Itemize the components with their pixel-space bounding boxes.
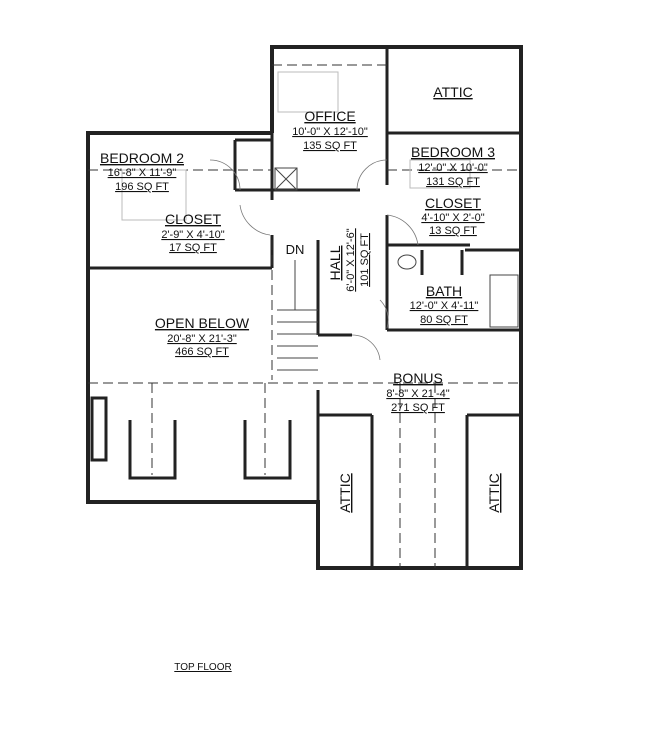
hall-area: 101 SQ FT [359, 233, 371, 287]
exterior-walls [86, 45, 523, 570]
room-office: OFFICE 10'-0" X 12'-10" 135 SQ FT [292, 108, 368, 152]
closet3-area: 13 SQ FT [429, 225, 477, 237]
bedroom2-area: 196 SQ FT [115, 181, 169, 193]
attic-top-name: ATTIC [433, 84, 472, 100]
stairs: DN [277, 242, 318, 371]
office-area: 135 SQ FT [303, 140, 357, 152]
room-closet2: CLOSET 2'-9" X 4'-10" 17 SQ FT [161, 211, 224, 254]
open-below-area: 466 SQ FT [175, 346, 229, 358]
bedroom2-dims: 16'-8" X 11'-9" [108, 167, 177, 179]
hall-name: HALL [327, 245, 343, 280]
office-dims: 10'-0" X 12'-10" [292, 126, 368, 138]
open-below-name: OPEN BELOW [155, 315, 250, 331]
office-name: OFFICE [304, 108, 355, 124]
room-open-below: OPEN BELOW 20'-8" X 21'-3" 466 SQ FT [155, 315, 250, 358]
room-bath: BATH 12'-0" X 4'-11" 80 SQ FT [410, 283, 479, 326]
bonus-area: 271 SQ FT [391, 402, 445, 414]
room-closet3: CLOSET 4'-10" X 2'-0" 13 SQ FT [421, 195, 484, 237]
hall-dims: 6'-0" X 12'-6" [345, 228, 357, 291]
bonus-name: BONUS [393, 370, 443, 386]
bonus-dims: 8'-8" X 21'-4" [386, 388, 449, 400]
closet2-area: 17 SQ FT [169, 242, 217, 254]
bedroom3-name: BEDROOM 3 [411, 144, 495, 160]
ceiling-lines [88, 64, 521, 568]
room-bonus: BONUS 8'-8" X 21'-4" 271 SQ FT [386, 370, 449, 414]
bedroom3-area: 131 SQ FT [426, 176, 480, 188]
room-hall: HALL 6'-0" X 12'-6" 101 SQ FT [327, 228, 371, 291]
bedroom3-dims: 12'-0" X 10'-0" [418, 162, 488, 174]
attic-right-name: ATTIC [486, 473, 502, 512]
attic-left-name: ATTIC [337, 473, 353, 512]
bedroom2-name: BEDROOM 2 [100, 150, 184, 166]
bath-area: 80 SQ FT [420, 314, 468, 326]
stairs-down-label: DN [286, 242, 305, 257]
room-bedroom2: BEDROOM 2 16'-8" X 11'-9" 196 SQ FT [100, 150, 184, 193]
interior-walls [88, 47, 521, 568]
closet3-name: CLOSET [425, 195, 481, 211]
room-bedroom3: BEDROOM 3 12'-0" X 10'-0" 131 SQ FT [411, 144, 495, 188]
bath-dims: 12'-0" X 4'-11" [410, 300, 479, 312]
open-below-dims: 20'-8" X 21'-3" [167, 333, 237, 345]
doors [121, 71, 471, 361]
plan-title: TOP FLOOR [174, 662, 231, 673]
closet3-dims: 4'-10" X 2'-0" [421, 212, 484, 224]
closet2-name: CLOSET [165, 211, 221, 227]
bath-name: BATH [426, 283, 462, 299]
closet2-dims: 2'-9" X 4'-10" [161, 229, 224, 241]
